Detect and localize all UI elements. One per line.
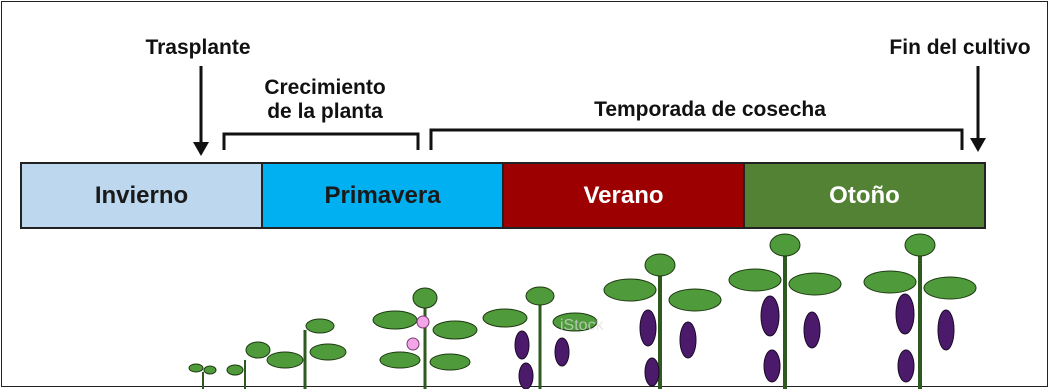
plant-seedling-2 <box>227 342 270 389</box>
plant-young-3 <box>267 319 346 389</box>
watermark: iStock <box>560 317 605 334</box>
plant-fruiting-7 <box>729 234 841 389</box>
plant-fruiting-8 <box>864 234 976 389</box>
plant-flowering-4 <box>373 288 477 389</box>
plant-fruiting-5 <box>483 287 597 389</box>
plant-seedling-1 <box>189 364 216 389</box>
plant-fruiting-6 <box>604 254 721 389</box>
